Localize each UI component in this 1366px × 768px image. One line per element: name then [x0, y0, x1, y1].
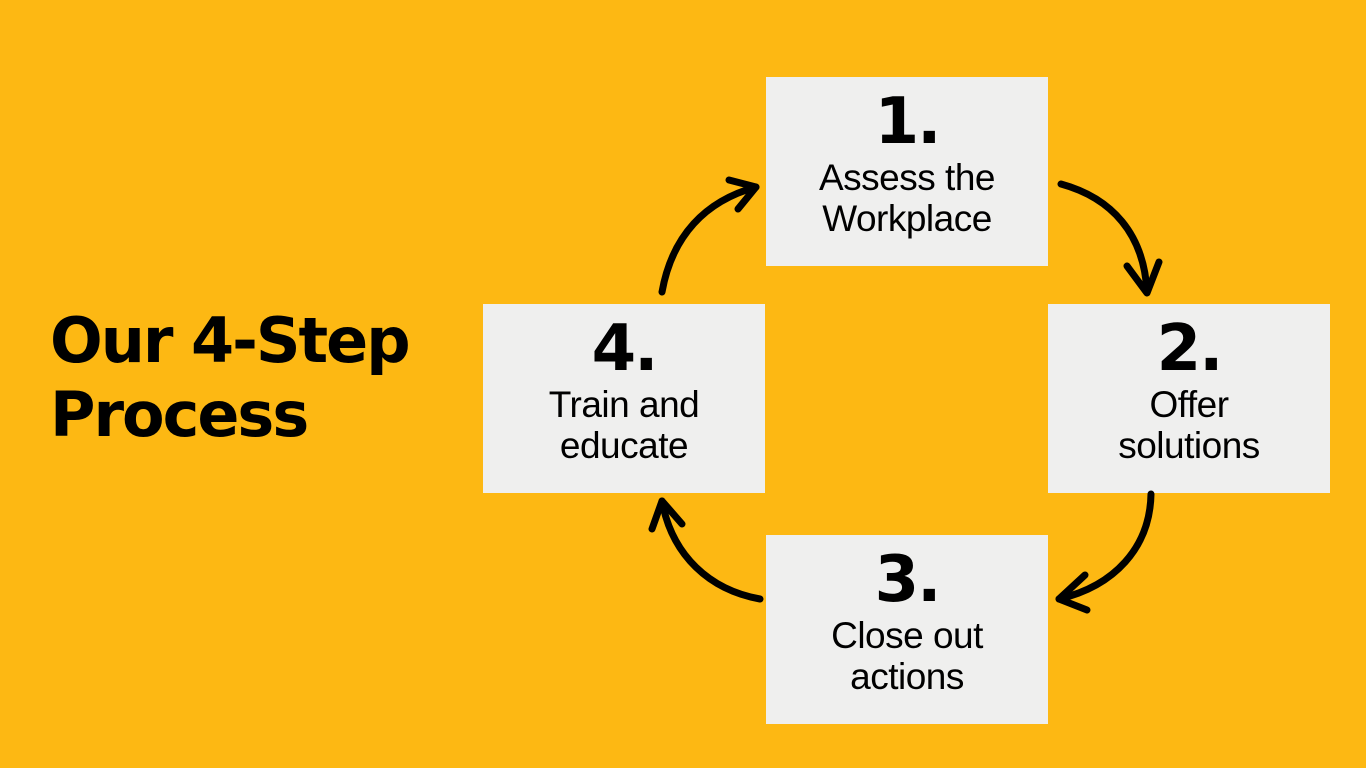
page-title-line-1: Our 4-Step [50, 304, 411, 377]
page-title-line-2: Process [50, 378, 309, 451]
step-label-1-line-2: Workplace [822, 198, 992, 239]
step-number-1: 1. [874, 85, 942, 159]
step-label-1-line-1: Assess the [819, 157, 995, 198]
step-number-3: 3. [874, 543, 942, 617]
step-box-3: 3. Close out actions [766, 535, 1048, 724]
step-label-3-line-1: Close out [831, 615, 983, 656]
step-label-3: Close out actions [766, 615, 1048, 697]
step-label-2: Offer solutions [1048, 384, 1330, 466]
curved-arrow-icon [658, 176, 760, 296]
page-title: Our 4-Step Process [50, 304, 470, 452]
step-number-4: 4. [591, 312, 659, 386]
step-box-1: 1. Assess the Workplace [766, 77, 1048, 266]
curved-arrow-icon [1055, 490, 1155, 614]
step-label-4: Train and educate [483, 384, 765, 466]
step-box-4: 4. Train and educate [483, 304, 765, 493]
step-label-4-line-2: educate [559, 425, 689, 466]
step-number-2: 2. [1156, 312, 1224, 386]
step-label-4-line-1: Train and [548, 384, 700, 425]
step-label-3-line-2: actions [850, 656, 964, 697]
curved-arrow-icon [648, 497, 764, 603]
step-box-2: 2. Offer solutions [1048, 304, 1330, 493]
step-label-2-line-2: solutions [1118, 425, 1260, 466]
curved-arrow-icon [1057, 180, 1163, 297]
step-label-1: Assess the Workplace [766, 157, 1048, 239]
step-label-2-line-1: Offer [1149, 384, 1229, 425]
